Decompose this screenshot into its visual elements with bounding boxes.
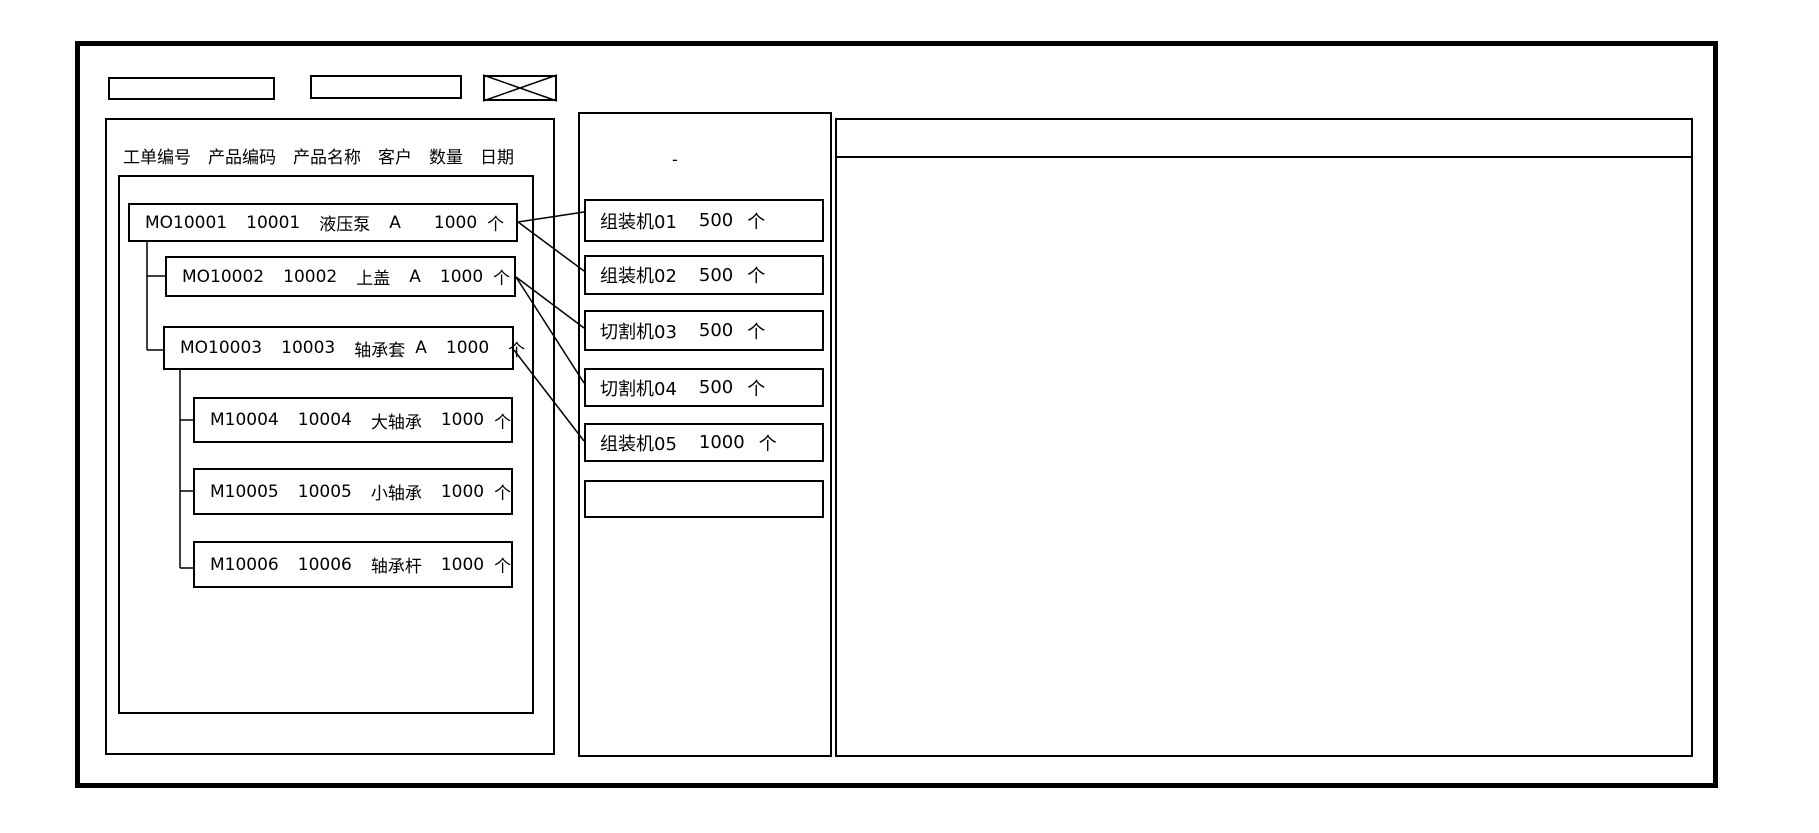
product-code: 10006	[297, 554, 352, 575]
product-code: 10004	[297, 410, 352, 430]
column-header-product-name: 产品名称	[293, 147, 361, 168]
machine-unit: 个	[758, 433, 777, 455]
work-order-column-headers: 工单编号 产品编码 产品名称 客户 数量 日期	[123, 144, 514, 168]
work-order-row[interactable]: M10004 10004 大轴承 1000 个	[193, 397, 513, 443]
order-no: M10004	[210, 410, 279, 430]
order-no: M10006	[210, 554, 279, 575]
order-no: M10005	[210, 481, 279, 502]
work-order-row[interactable]: MO10003 10003 轴承套 A 1000 个	[163, 326, 525, 370]
machine-qty: 500	[698, 264, 734, 286]
order-no: MO10001	[145, 212, 228, 233]
customer: A	[415, 338, 427, 358]
machine-slot[interactable]: 组装机02 500 个	[584, 255, 824, 295]
order-no: MO10003	[180, 338, 263, 358]
machine-unit: 个	[747, 378, 766, 400]
customer: A	[389, 212, 401, 233]
order-no: MO10002	[182, 266, 265, 287]
product-code: 10003	[281, 338, 336, 358]
product-code: 10005	[297, 481, 352, 502]
machine-name: 切割机04	[600, 378, 677, 400]
unit: 个	[487, 215, 505, 235]
machine-slot[interactable]: 切割机03 500 个	[584, 310, 824, 351]
machine-unit: 个	[747, 321, 766, 343]
qty: 1000	[439, 266, 484, 287]
column-header-customer: 客户	[378, 147, 412, 168]
machine-slot-empty[interactable]	[584, 480, 824, 518]
machine-name: 切割机03	[600, 321, 677, 343]
product-name: 轴承套	[354, 340, 406, 361]
image-placeholder-icon[interactable]	[483, 75, 557, 101]
work-order-row[interactable]: MO10001 10001 液压泵 A 1000 个	[128, 203, 518, 242]
machine-qty: 500	[698, 210, 734, 231]
machine-slot[interactable]: 切割机04 500 个	[584, 368, 824, 407]
machine-name: 组装机01	[600, 211, 677, 233]
qty: 1000	[440, 481, 485, 502]
product-code: 10002	[283, 266, 338, 287]
window-frame	[75, 41, 1718, 788]
unit: 个	[494, 484, 512, 504]
work-order-row[interactable]: M10005 10005 小轴承 1000 个	[193, 468, 513, 515]
product-code: 10001	[246, 212, 301, 233]
stray-mark: -	[672, 150, 678, 169]
machine-slot[interactable]: 组装机01 500 个	[584, 199, 824, 242]
machine-name: 组装机02	[600, 266, 677, 287]
qty: 1000	[433, 212, 478, 233]
unit: 个	[494, 412, 512, 433]
machine-unit: 个	[747, 266, 766, 287]
column-header-qty: 数量	[429, 147, 463, 168]
machine-slot[interactable]: 组装机05 1000 个	[584, 423, 824, 462]
product-name: 上盖	[356, 269, 391, 289]
product-name: 小轴承	[370, 484, 422, 504]
customer: A	[409, 266, 421, 287]
work-order-row[interactable]: M10006 10006 轴承杆 1000 个	[193, 541, 513, 588]
machine-qty: 500	[698, 377, 734, 398]
unit: 个	[494, 557, 512, 577]
unit: 个	[508, 340, 526, 361]
product-name: 大轴承	[370, 412, 422, 433]
unit: 个	[493, 269, 511, 289]
machine-qty: 1000	[698, 432, 745, 453]
machine-name: 组装机05	[600, 433, 677, 455]
column-header-product-code: 产品编码	[208, 147, 276, 168]
qty: 1000	[440, 554, 485, 575]
column-header-order-no: 工单编号	[123, 147, 191, 168]
toolbar-field-2[interactable]	[310, 75, 462, 99]
schedule-panel	[835, 118, 1693, 757]
machine-unit: 个	[747, 211, 766, 233]
schedule-panel-header	[837, 120, 1691, 158]
product-name: 轴承杆	[370, 557, 422, 577]
product-name: 液压泵	[319, 215, 371, 235]
column-header-date: 日期	[480, 147, 514, 168]
qty: 1000	[440, 410, 485, 430]
work-order-row[interactable]: MO10002 10002 上盖 A 1000 个	[165, 256, 516, 297]
toolbar-field-1[interactable]	[108, 77, 275, 100]
qty: 1000	[445, 338, 490, 358]
machine-qty: 500	[698, 320, 734, 341]
